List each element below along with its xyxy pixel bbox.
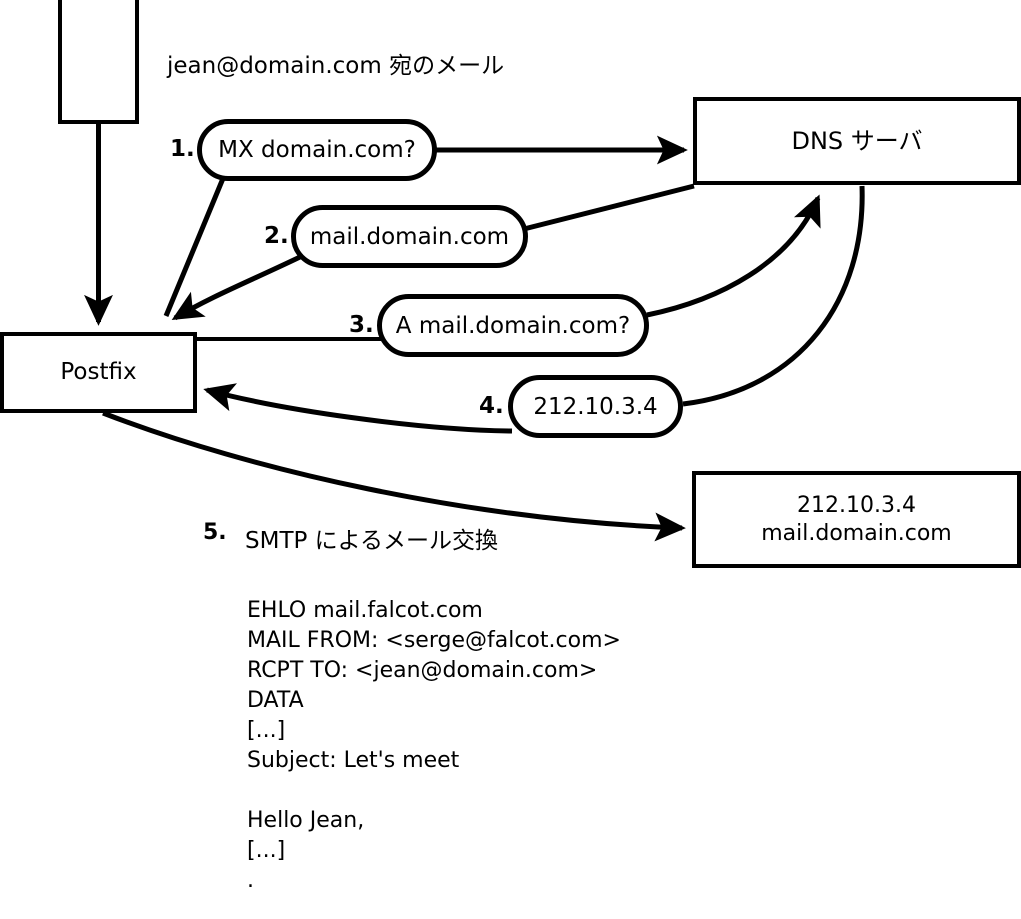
step-4-label: 212.10.3.4 [533,393,658,420]
header-label: jean@domain.com 宛のメール [167,53,505,79]
smtp-transcript-line: [...] [247,838,286,863]
node-postfix-label: Postfix [60,359,137,386]
node-remote-mail-server-box: 212.10.3.4 mail.domain.com [692,471,1021,568]
edge-dns-to-step4 [682,185,865,407]
smtp-transcript-line: EHLO mail.falcot.com [247,598,483,623]
step-3-number: 3. [349,312,374,338]
smtp-transcript-line: . [247,868,254,893]
step-4-number: 4. [479,393,504,419]
smtp-transcript-line: MAIL FROM: <serge@falcot.com> [247,628,621,653]
step-2-bubble: mail.domain.com [291,205,528,268]
smtp-transcript-line: DATA [247,688,304,713]
node-remote-host-label: mail.domain.com [761,520,952,546]
step-1-number: 1. [170,136,195,162]
step-4-bubble: 212.10.3.4 [508,375,683,438]
edge-postfix-to-remote [102,410,686,542]
step-2-number: 2. [264,223,289,249]
step-5-number: 5. [203,520,227,545]
edge-dns-to-step2 [511,183,695,235]
edge-step3-to-dns [646,194,821,318]
node-dns-server-label: DNS サーバ [791,127,923,155]
smtp-transcript-line: [...] [247,718,286,743]
node-remote-ip-label: 212.10.3.4 [797,493,916,518]
node-postfix-box: Postfix [0,332,197,413]
step-3-bubble: A mail.domain.com? [377,294,649,357]
step-2-label: mail.domain.com [309,223,510,250]
step-3-label: A mail.domain.com? [395,312,631,339]
smtp-transcript-line [247,776,621,806]
smtp-transcript-line: Hello Jean, [247,808,365,833]
step-5-label: SMTP によるメール交換 [245,528,498,554]
smtp-transcript-line: RCPT TO: <jean@domain.com> [247,658,598,683]
node-dns-server-box: DNS サーバ [693,97,1021,185]
step-1-label: MX domain.com? [218,137,416,163]
node-client-box [58,0,139,124]
edge-step4-to-postfix [203,383,513,434]
step-1-bubble: MX domain.com? [197,119,437,181]
smtp-transcript-line: Subject: Let's meet [247,748,460,773]
edge-step2-to-postfix [171,254,302,321]
